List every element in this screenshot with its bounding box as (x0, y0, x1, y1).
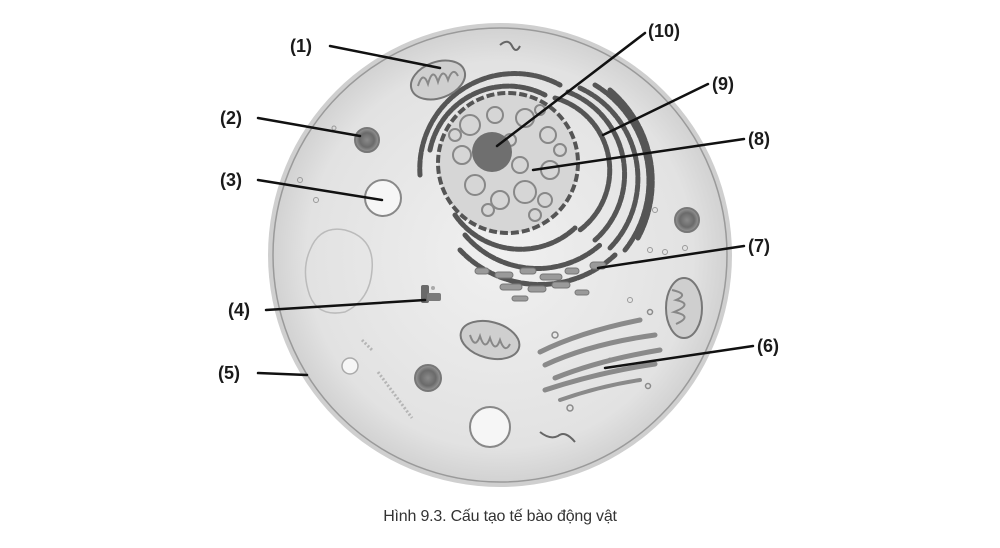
ribosomes (297, 125, 688, 363)
label-8: (8) (748, 129, 770, 149)
label-9: (9) (712, 74, 734, 94)
label-6: (6) (757, 336, 779, 356)
vacuole (469, 406, 511, 448)
phagosome (304, 228, 373, 314)
microfilament (360, 338, 414, 419)
squiggle (499, 40, 521, 51)
lysosome (414, 364, 442, 392)
label-4: (4) (228, 300, 250, 320)
mitochondrion-bottom (459, 319, 521, 361)
mitochondrion-right (665, 277, 703, 339)
leader-lines (256, 31, 755, 377)
lysosome (674, 207, 700, 233)
squiggle (539, 431, 576, 443)
label-1: (1) (290, 36, 312, 56)
label-3: (3) (220, 170, 242, 190)
label-7: (7) (748, 236, 770, 256)
mitochondrion-top (409, 59, 467, 101)
lysosome (354, 127, 380, 153)
golgi-apparatus (537, 308, 663, 412)
centriole (421, 285, 441, 303)
label-2: (2) (220, 108, 242, 128)
label-5: (5) (218, 363, 240, 383)
figure-caption: Hình 9.3. Cấu tạo tế bào động vật (383, 508, 617, 525)
label-10: (10) (648, 21, 680, 41)
vacuole (341, 357, 359, 375)
